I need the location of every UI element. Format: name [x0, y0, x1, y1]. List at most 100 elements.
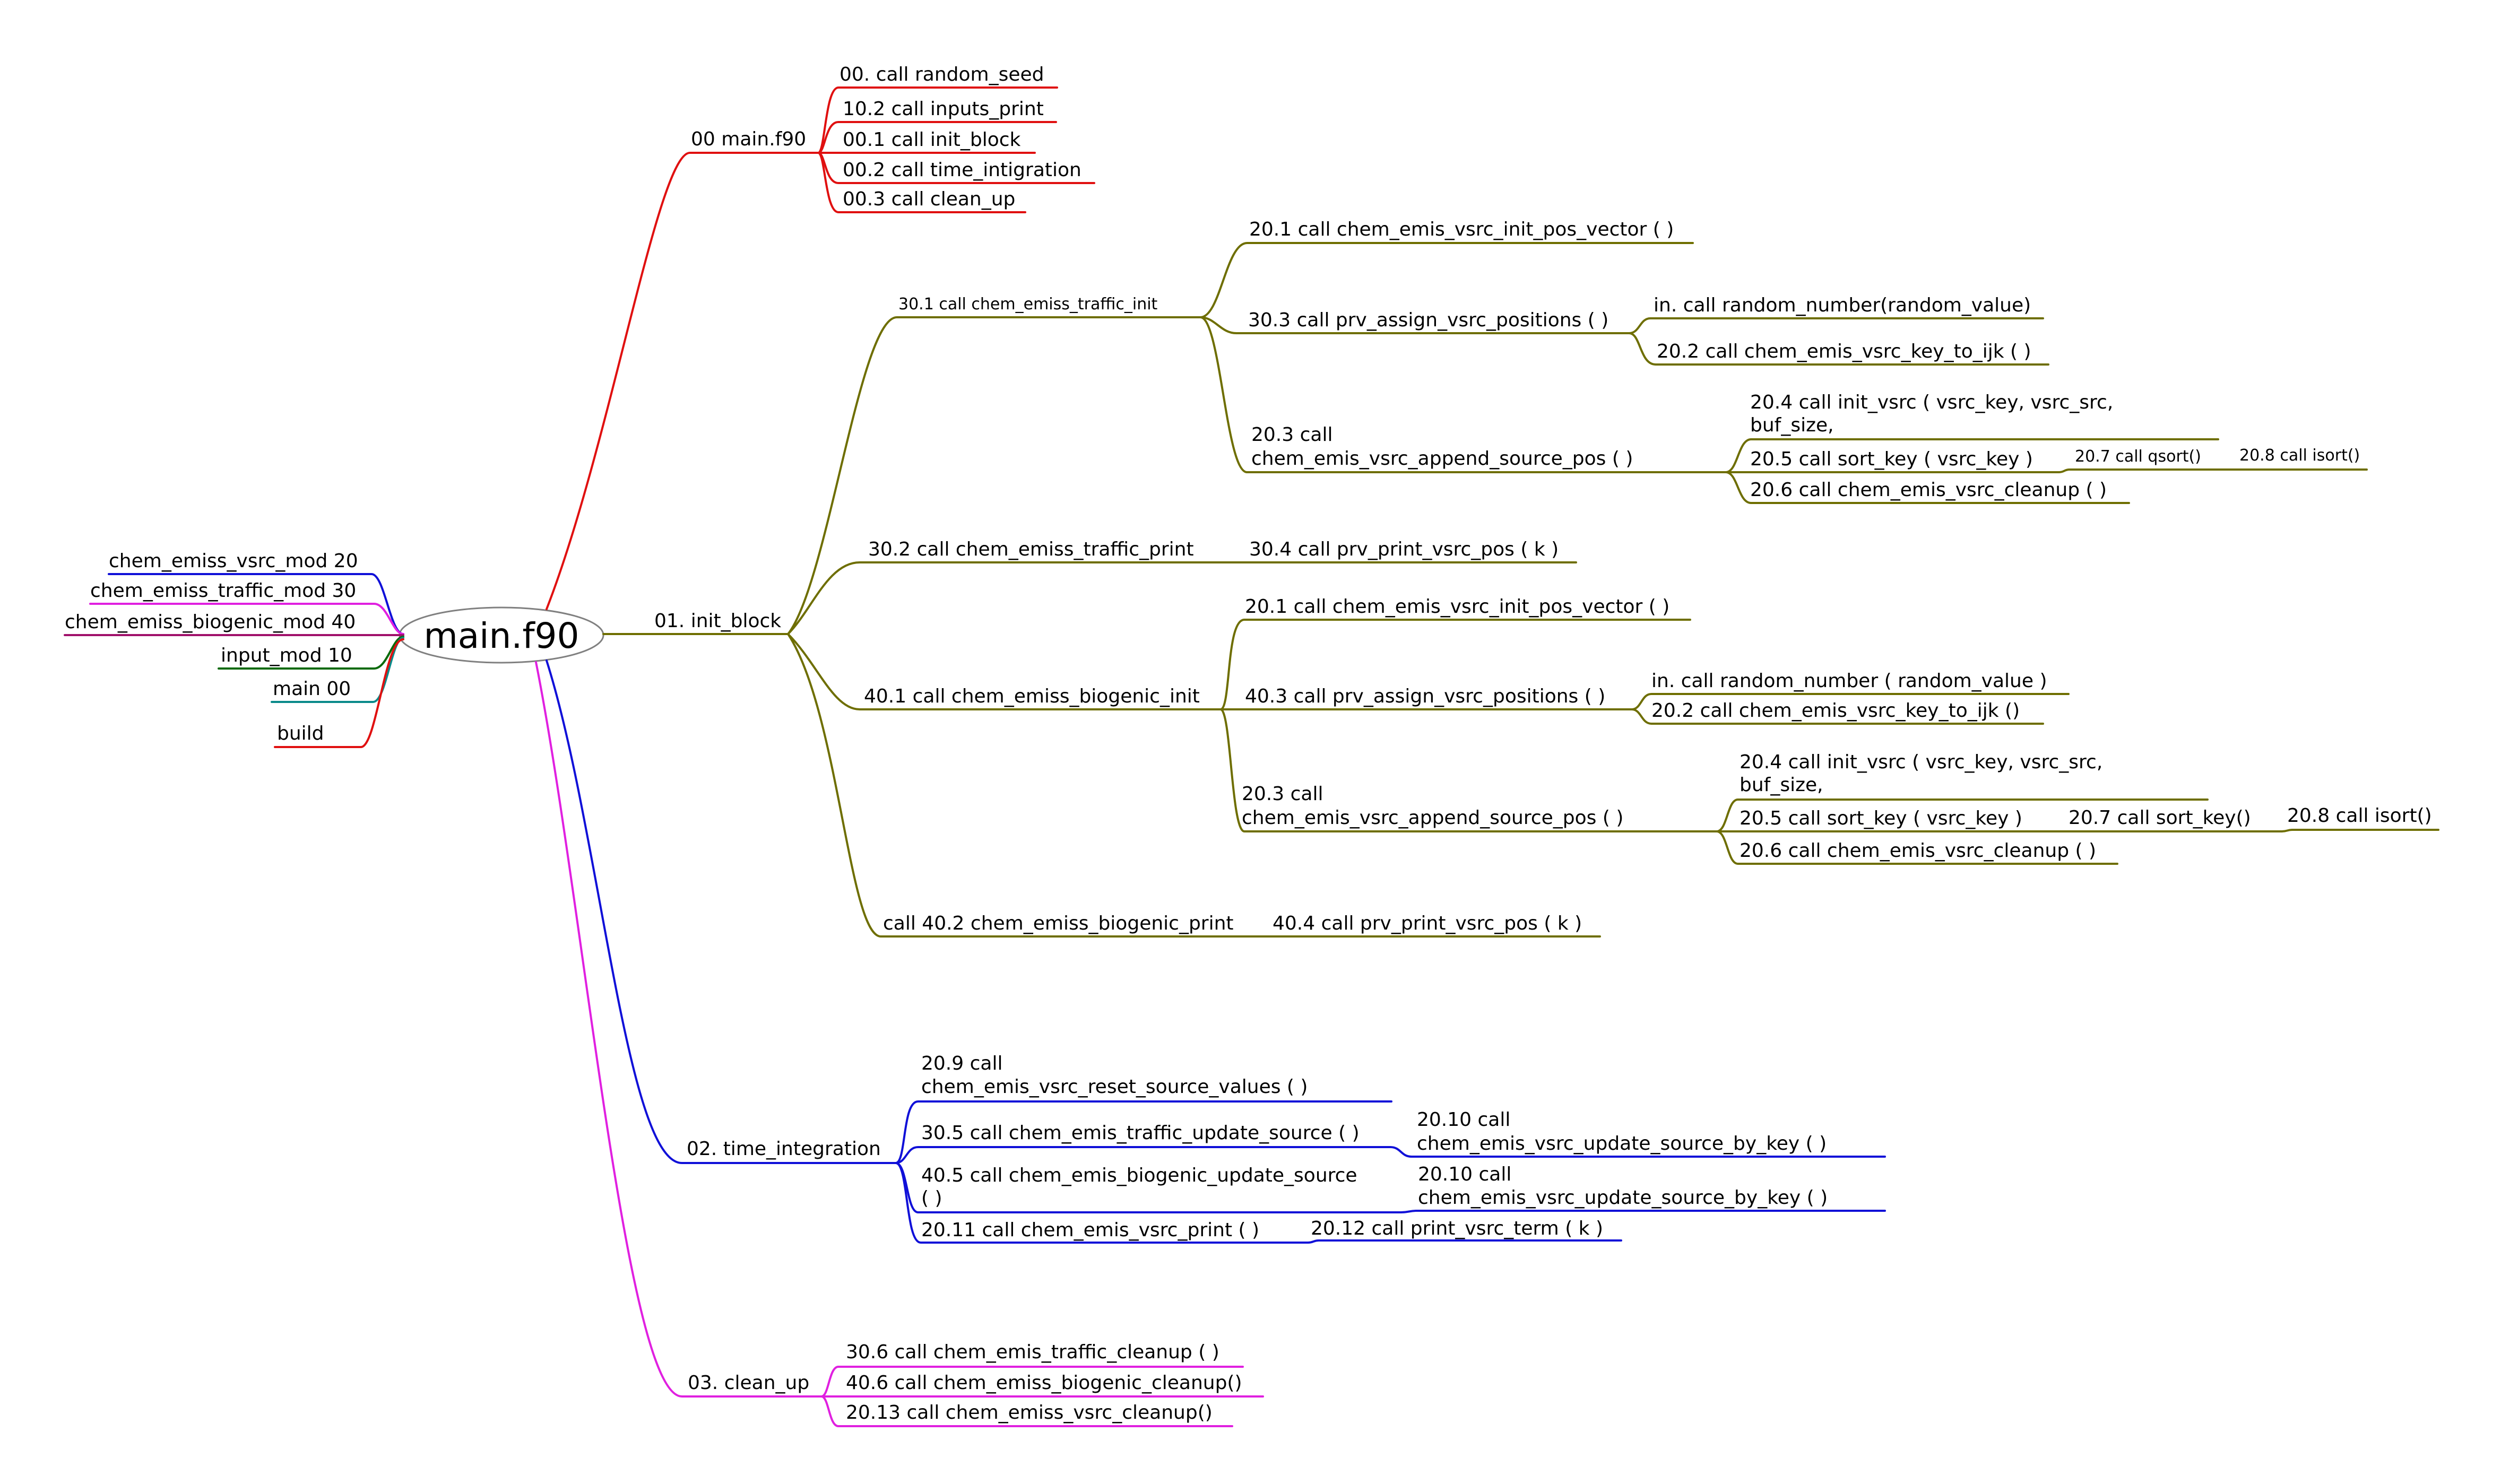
ti-biogenic-update-2[interactable]: ( ) — [921, 1187, 942, 1209]
biogenic-append-1[interactable]: 20.3 call — [1242, 783, 1323, 805]
left-main-mod[interactable]: main 00 — [273, 678, 351, 700]
left-traffic-mod[interactable]: chem_emiss_traffic_mod 30 — [90, 580, 356, 602]
biogenic-print-child[interactable]: 40.4 call prv_print_vsrc_pos ( k ) — [1273, 913, 1582, 934]
ti-biogenic-update-1[interactable]: 40.5 call chem_emis_biogenic_update_sour… — [921, 1165, 1357, 1186]
clean-up-item-0[interactable]: 30.6 call chem_emis_traffic_cleanup ( ) — [846, 1341, 1219, 1363]
left-vsrc-mod[interactable]: chem_emiss_vsrc_mod 20 — [109, 550, 358, 572]
edge-init-traffic-init — [787, 316, 1201, 635]
branch-traffic-mod — [89, 603, 404, 635]
traffic-append-1[interactable]: 20.3 call — [1251, 424, 1332, 446]
edge-init-biogenic-print — [787, 633, 1601, 938]
root-node[interactable]: main.f90 — [399, 606, 604, 664]
ti-traffic-update-child-2[interactable]: chem_emis_vsrc_update_source_by_key ( ) — [1417, 1133, 1827, 1155]
traffic-init-vsrc-2[interactable]: buf_size, — [1750, 414, 1834, 436]
biogenic-isort[interactable]: 20.8 call isort() — [2287, 805, 2432, 827]
ti-print-term[interactable]: 20.12 call print_vsrc_term ( k ) — [1311, 1218, 1603, 1239]
init-block-label[interactable]: 01. init_block — [654, 610, 781, 632]
biogenic-random[interactable]: in. call random_number ( random_value ) — [1651, 670, 2047, 692]
traffic-cleanup[interactable]: 20.6 call chem_emis_vsrc_cleanup ( ) — [1750, 479, 2107, 501]
traffic-print-child[interactable]: 30.4 call prv_print_vsrc_pos ( k ) — [1249, 539, 1559, 560]
biogenic-sort-key2[interactable]: 20.7 call sort_key() — [2069, 807, 2251, 829]
biogenic-pos-vector[interactable]: 20.1 call chem_emis_vsrc_init_pos_vector… — [1245, 596, 1669, 618]
clean-up-item-1[interactable]: 40.6 call chem_emiss_biogenic_cleanup() — [846, 1372, 1242, 1394]
main-f90-label[interactable]: 00 main.f90 — [691, 128, 806, 150]
edge-ti-print-term — [1307, 1239, 1622, 1244]
ti-reset-1[interactable]: 20.9 call — [921, 1053, 1002, 1074]
ti-traffic-update[interactable]: 30.5 call chem_emis_traffic_update_sourc… — [921, 1122, 1360, 1144]
edge-biogenic-append — [1219, 708, 1718, 832]
edge-ti-traffic-update-child — [1389, 1146, 1886, 1158]
edge-traffic-append — [1199, 316, 1727, 473]
branch-clean-up: 03. clean_up 30.6 call chem_emis_traffic… — [535, 661, 1264, 1427]
branch-time-integration: 02. time_integration 20.9 call chem_emis… — [546, 659, 1886, 1244]
ti-biogenic-update-child-2[interactable]: chem_emis_vsrc_update_source_by_key ( ) — [1418, 1187, 1828, 1209]
branch-main-f90: 00 main.f90 00. call random_seed 10.2 ca… — [546, 64, 1095, 610]
traffic-pos-vector[interactable]: 20.1 call chem_emis_vsrc_init_pos_vector… — [1249, 219, 1674, 240]
edge-traffic-assign — [1199, 316, 1630, 334]
edge-ti-vsrc-print — [895, 1162, 1309, 1244]
main-f90-item-3[interactable]: 00.2 call time_intigration — [843, 159, 1081, 181]
traffic-key-to-ijk[interactable]: 20.2 call chem_emis_vsrc_key_to_ijk ( ) — [1657, 341, 2031, 362]
biogenic-init-label[interactable]: 40.1 call chem_emiss_biogenic_init — [864, 685, 1200, 707]
ti-traffic-update-child-1[interactable]: 20.10 call — [1417, 1109, 1510, 1131]
main-f90-item-4[interactable]: 00.3 call clean_up — [843, 188, 1015, 210]
traffic-print-label[interactable]: 30.2 call chem_emiss_traffic_print — [868, 539, 1194, 560]
traffic-init-label[interactable]: 30.1 call chem_emiss_traffic_init — [898, 295, 1158, 314]
biogenic-init-vsrc-1[interactable]: 20.4 call init_vsrc ( vsrc_key, vsrc_src… — [1740, 751, 2102, 773]
edge-ti-biogenic-update-child — [1400, 1210, 1886, 1213]
main-f90-item-2[interactable]: 00.1 call init_block — [843, 129, 1021, 151]
edge-root-clean-up — [535, 661, 823, 1398]
edge-biogenic-cleanup — [1716, 830, 2118, 865]
branch-build — [274, 638, 404, 748]
left-build[interactable]: build — [277, 723, 324, 744]
biogenic-assign[interactable]: 40.3 call prv_assign_vsrc_positions ( ) — [1245, 685, 1605, 707]
traffic-random[interactable]: in. call random_number(random_value) — [1654, 294, 2031, 316]
edge-traffic-key-to-ijk — [1628, 332, 2049, 366]
traffic-sort-key[interactable]: 20.5 call sort_key ( vsrc_key ) — [1750, 448, 2033, 470]
edge-traffic-cleanup — [1725, 471, 2130, 504]
edge-biogenic-init-vsrc — [1716, 799, 2209, 832]
left-branches: chem_emiss_vsrc_mod 20 chem_emiss_traffi… — [64, 550, 404, 748]
traffic-isort[interactable]: 20.8 call isort() — [2239, 446, 2360, 465]
clean-up-item-2[interactable]: 20.13 call chem_emiss_vsrc_cleanup() — [846, 1402, 1213, 1424]
edge-main-f90-4 — [817, 152, 1026, 213]
traffic-append-2[interactable]: chem_emis_vsrc_append_source_pos ( ) — [1251, 448, 1633, 470]
edge-traffic-random — [1628, 317, 2044, 334]
ti-reset-2[interactable]: chem_emis_vsrc_reset_source_values ( ) — [921, 1076, 1308, 1098]
edge-ti-traffic-update — [895, 1146, 1391, 1164]
edge-main-f90-1 — [817, 121, 1057, 154]
traffic-qsort[interactable]: 20.7 call qsort() — [2075, 447, 2201, 466]
traffic-init-vsrc-1[interactable]: 20.4 call init_vsrc ( vsrc_key, vsrc_src… — [1750, 392, 2113, 413]
edge-init-biogenic-init — [787, 633, 1222, 710]
biogenic-print-label[interactable]: call 40.2 chem_emiss_biogenic_print — [883, 913, 1234, 934]
biogenic-cleanup[interactable]: 20.6 call chem_emis_vsrc_cleanup ( ) — [1740, 840, 2096, 862]
ti-biogenic-update-child-1[interactable]: 20.10 call — [1418, 1164, 1511, 1185]
clean-up-label[interactable]: 03. clean_up — [688, 1372, 809, 1394]
ti-vsrc-print[interactable]: 20.11 call chem_emis_vsrc_print ( ) — [921, 1219, 1259, 1241]
edge-traffic-init-vsrc — [1725, 438, 2219, 473]
edge-biogenic-key-to-ijk — [1631, 708, 2044, 725]
edge-clean-up-0 — [820, 1366, 1244, 1398]
edge-biogenic-isort — [2281, 829, 2439, 832]
edge-root-main-f90 — [546, 152, 819, 610]
edge-root-time-integration — [546, 659, 897, 1164]
edge-biogenic-pos-vector — [1219, 619, 1691, 710]
main-f90-item-0[interactable]: 00. call random_seed — [840, 64, 1044, 85]
branch-init-block: 01. init_block 30.1 call chem_emiss_traf… — [602, 219, 2439, 938]
root-label: main.f90 — [423, 615, 579, 656]
biogenic-sort-key[interactable]: 20.5 call sort_key ( vsrc_key ) — [1740, 808, 2022, 829]
biogenic-key-to-ijk[interactable]: 20.2 call chem_emis_vsrc_key_to_ijk () — [1651, 700, 2020, 722]
main-f90-item-1[interactable]: 10.2 call inputs_print — [843, 98, 1044, 120]
edge-traffic-pos-vector — [1199, 242, 1694, 318]
edge-clean-up-2 — [820, 1395, 1233, 1427]
left-input-mod[interactable]: input_mod 10 — [221, 645, 352, 666]
edge-init-traffic-print — [787, 561, 1577, 635]
biogenic-init-vsrc-2[interactable]: buf_size, — [1740, 774, 1823, 796]
branch-input-mod — [218, 636, 404, 670]
edge-ti-reset — [895, 1100, 1392, 1164]
time-integration-label[interactable]: 02. time_integration — [687, 1138, 881, 1160]
biogenic-append-2[interactable]: chem_emis_vsrc_append_source_pos ( ) — [1242, 807, 1623, 829]
traffic-assign[interactable]: 30.3 call prv_assign_vsrc_positions ( ) — [1248, 309, 1608, 331]
left-biogenic-mod[interactable]: chem_emiss_biogenic_mod 40 — [65, 611, 356, 633]
